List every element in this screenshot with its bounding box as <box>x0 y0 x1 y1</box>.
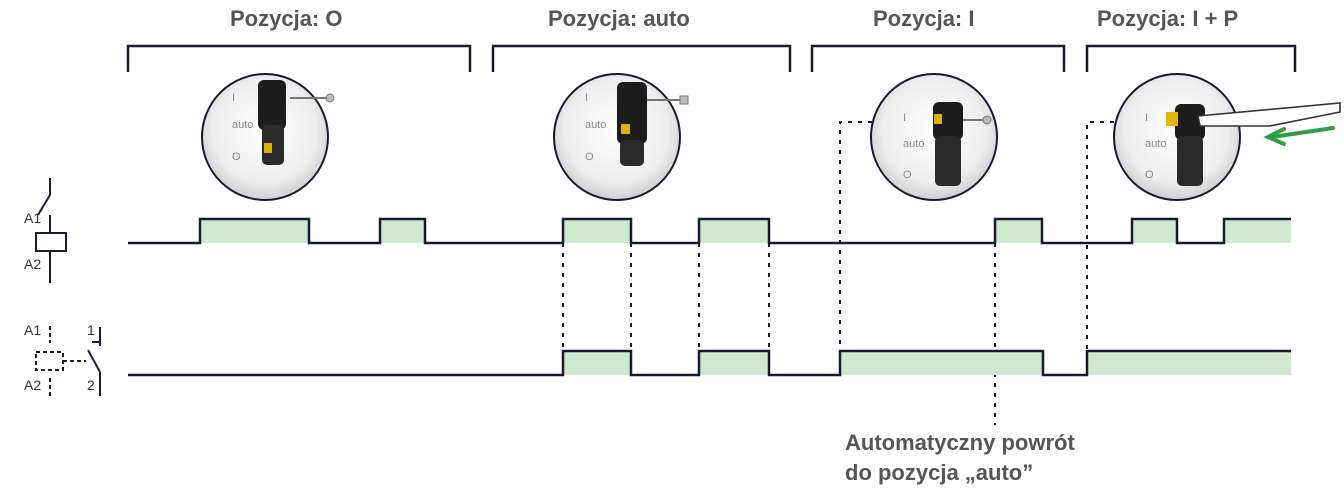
dial-mark-auto: auto <box>585 119 606 131</box>
bracket-position-i-p <box>1085 44 1297 72</box>
dotted-guides <box>562 121 1114 425</box>
bracket-position-auto <box>491 44 792 72</box>
coil-label-a1: A1 <box>24 210 42 226</box>
dial-mark-o: O <box>1145 169 1154 181</box>
dial-mark-i: I <box>232 92 235 104</box>
dial-mark-auto: auto <box>232 119 253 131</box>
contact-symbol <box>35 326 101 396</box>
dial-mark-auto: auto <box>1145 138 1166 150</box>
switch-dial-o: I auto O <box>201 73 335 201</box>
switch-dial-i: I auto O <box>870 73 998 201</box>
contact-label-2: 2 <box>87 377 95 393</box>
switch-dial-i-p: I auto O <box>1113 73 1341 201</box>
coil-symbol <box>35 178 67 283</box>
header-position-o: Pozycja: O <box>230 6 343 31</box>
header-position-i: Pozycja: I <box>873 6 975 31</box>
coil-label-a2: A2 <box>24 256 42 272</box>
coil-signal-line <box>128 217 1291 245</box>
dial-mark-auto: auto <box>903 138 924 150</box>
bracket-position-i <box>810 44 1066 72</box>
auto-return-line2: do pozycja „auto” <box>845 460 1034 485</box>
bracket-position-o <box>126 44 472 72</box>
header-position-auto: Pozycja: auto <box>548 6 690 31</box>
contact-signal-line <box>128 349 1291 377</box>
contact-label-a2: A2 <box>24 377 42 393</box>
dial-mark-o: O <box>232 151 241 163</box>
auto-return-note: Automatyczny powrót do pozycja „auto” <box>845 428 1075 488</box>
dial-mark-o: O <box>585 151 594 163</box>
coil-pulses <box>200 219 1291 243</box>
contact-pulses <box>563 351 1291 375</box>
dial-mark-i: I <box>903 112 906 124</box>
press-arrow <box>1263 126 1335 146</box>
header-position-i-p: Pozycja: I + P <box>1097 6 1239 31</box>
dial-mark-i: I <box>1145 112 1148 124</box>
auto-return-line1: Automatyczny powrót <box>845 430 1075 455</box>
dial-mark-o: O <box>903 169 912 181</box>
switch-dial-auto: I auto O <box>553 73 689 201</box>
contact-label-1: 1 <box>87 322 95 338</box>
dial-mark-i: I <box>585 92 588 104</box>
contact-label-a1: A1 <box>24 322 42 338</box>
